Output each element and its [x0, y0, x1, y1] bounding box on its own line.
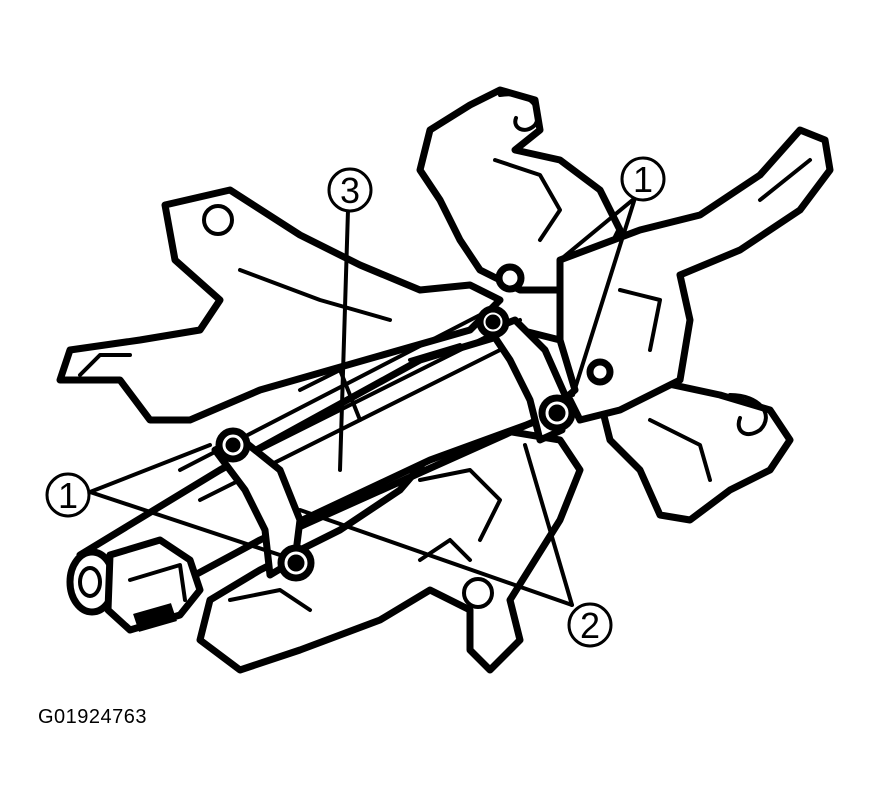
leader-1-left-b [88, 490, 282, 557]
figure-id-label: G01924763 [38, 706, 148, 728]
top-hook-bracket [416, 86, 624, 294]
leader-2-a [523, 443, 574, 607]
tilt-lever-arm [556, 126, 834, 424]
leader-2-b [298, 508, 574, 607]
callout-1-top-label: 1 [633, 159, 653, 200]
lower-bracket [196, 426, 584, 674]
leader-3 [338, 208, 350, 472]
callout-1-left-label: 1 [58, 475, 78, 516]
upper-left-bracket [56, 186, 504, 424]
leader-1-left-a [88, 443, 212, 494]
clamp-right [476, 263, 614, 444]
leader-1-top-a [558, 196, 637, 262]
callout-3: 3 [327, 167, 373, 213]
leader-1-top-b [571, 196, 637, 397]
callout-2: 2 [567, 602, 613, 648]
clamp-left [211, 427, 315, 582]
shaft-end [66, 536, 204, 634]
right-hook-bracket [596, 376, 794, 524]
callout-3-label: 3 [340, 170, 360, 211]
callout-2-label: 2 [580, 605, 600, 646]
callout-1-top: 1 [620, 156, 666, 202]
callout-1-left: 1 [45, 472, 91, 518]
leader-lines [88, 196, 637, 607]
